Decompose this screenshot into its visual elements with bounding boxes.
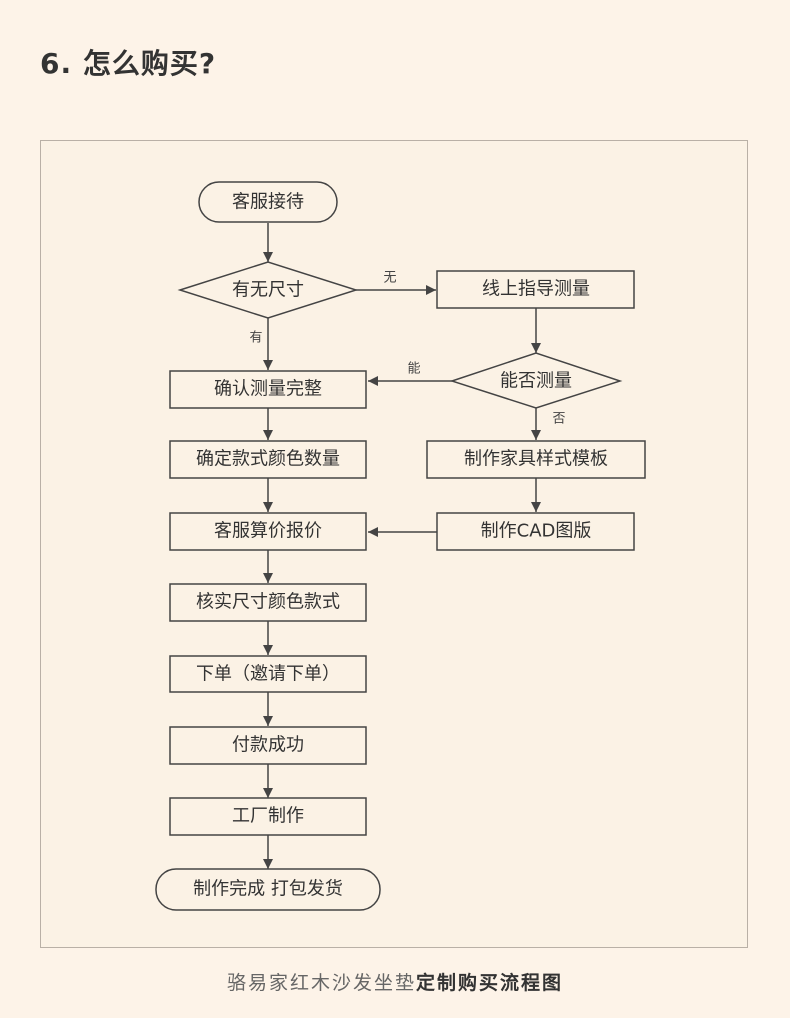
node-order-label: 下单（邀请下单） [196, 664, 340, 685]
edge-label-no: 无 [383, 271, 396, 286]
node-finish-label: 制作完成 打包发货 [193, 879, 343, 900]
node-start-shape [198, 181, 338, 223]
node-order-shape [169, 655, 367, 693]
edge-label-cannot: 否 [552, 412, 565, 427]
node-factory-shape [169, 797, 367, 836]
node-confirm-measure-shape [169, 370, 367, 409]
node-confirm-measure-label: 确认测量完整 [214, 379, 322, 400]
edge-label-yes: 有 [249, 331, 262, 346]
caption-normal: 骆易家红木沙发坐垫 [226, 972, 416, 994]
node-verify-shape [169, 583, 367, 622]
node-quote-label: 客服算价报价 [214, 521, 322, 542]
node-quote-shape [169, 512, 367, 551]
page-title: 6. 怎么购买? [40, 47, 217, 80]
node-confirm-style-shape [169, 440, 367, 479]
caption-bold: 定制购买流程图 [416, 972, 564, 994]
node-make-cad-shape [436, 512, 635, 551]
node-factory-label: 工厂制作 [232, 806, 304, 827]
node-pay-label: 付款成功 [232, 735, 304, 756]
node-start-label: 客服接待 [232, 192, 304, 213]
node-online-measure-label: 线上指导测量 [482, 279, 590, 300]
node-pay-shape [169, 726, 367, 765]
node-verify-label: 核实尺寸颜色款式 [196, 592, 340, 613]
node-finish-shape [155, 868, 381, 911]
edge-label-can: 能 [407, 362, 420, 377]
node-make-cad-label: 制作CAD图版 [481, 521, 592, 542]
node-can-measure-label: 能否测量 [500, 371, 572, 392]
node-can-measure-shape [449, 352, 623, 409]
node-confirm-style-label: 确定款式颜色数量 [196, 449, 340, 470]
figure-caption: 骆易家红木沙发坐垫定制购买流程图 [0, 968, 790, 995]
node-make-template-shape [426, 440, 646, 479]
node-make-template-label: 制作家具样式模板 [464, 449, 608, 470]
node-has-size-label: 有无尺寸 [232, 280, 304, 301]
node-online-measure-shape [436, 270, 635, 309]
node-has-size-shape [177, 261, 359, 319]
